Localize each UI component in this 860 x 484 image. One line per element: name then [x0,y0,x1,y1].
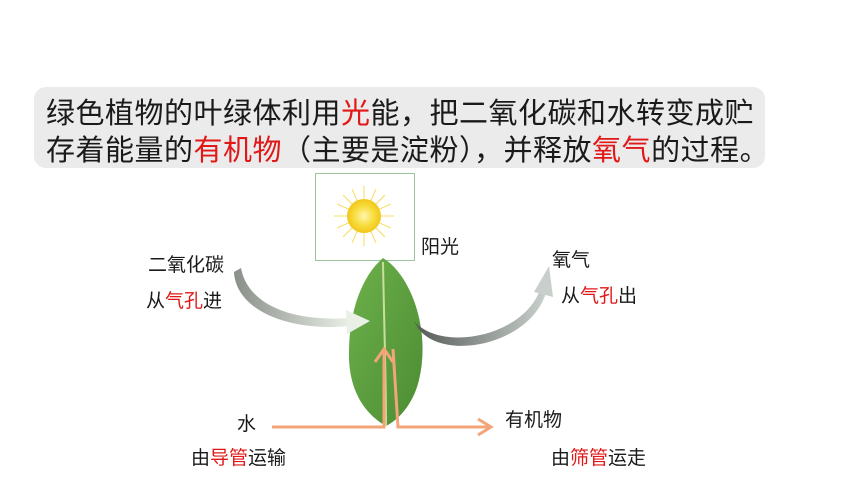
label-oxygen-via-stomata: 从气孔出 [561,281,637,308]
definition-text: 绿色植物的叶绿体利用 [46,96,342,130]
label-water: 水 [237,413,257,435]
label-carbon-dioxide: 二氧化碳 [148,254,225,276]
label-text: 出 [618,285,638,307]
label-text: 由 [191,447,211,469]
definition-line-2: 存着能量的有机物（主要是淀粉），并释放氧气的过程。 [46,127,769,169]
label-oxygen: 氧气 [552,249,591,271]
label-text: 从 [561,285,581,307]
keyword-xylem: 导管 [210,447,249,469]
label-co2-via-stomata: 从气孔进 [146,286,222,313]
definition-text: 存着能量的 [46,133,194,167]
label-text: 进 [203,290,223,312]
oxygen-outflow-arrow [414,266,553,346]
label-text: 运走 [608,447,647,469]
keyword-organic-matter: 有机物 [193,133,283,167]
definition-box [34,87,765,168]
keyword-stomata: 气孔 [580,285,619,307]
label-text: 由 [551,447,571,469]
label-text: 从 [146,290,166,312]
keyword-stomata: 气孔 [165,290,204,312]
keyword-phloem: 筛管 [570,447,609,469]
organic-matter-transport-arrow [391,348,494,437]
label-organic-matter: 有机物 [505,409,563,431]
label-text: 运输 [248,447,287,469]
label-organic-via-phloem: 由筛管运走 [551,443,646,470]
label-sunlight: 阳光 [421,236,460,258]
definition-text: 的过程。 [651,133,770,167]
leaf-icon [348,258,423,427]
definition-text: 能，把二氧化碳和水转变成贮 [370,96,755,130]
definition-line-1: 绿色植物的叶绿体利用光能，把二氧化碳和水转变成贮 [46,90,754,132]
water-transport-arrow [272,346,395,429]
sun-icon [334,186,394,246]
label-water-via-xylem: 由导管运输 [191,443,286,470]
definition-text: （主要是淀粉），并释放 [282,133,593,167]
keyword-oxygen: 氧气 [592,133,652,167]
co2-inflow-arrow [234,268,370,334]
keyword-light: 光 [341,96,371,130]
